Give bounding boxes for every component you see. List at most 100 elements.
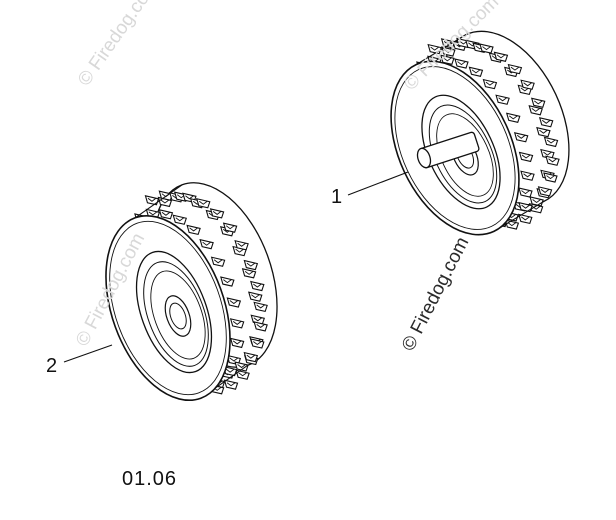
tread-chevron — [229, 357, 239, 362]
callout-label-2: 2 — [46, 355, 58, 377]
tread-chevron — [148, 211, 158, 216]
tread-knob — [543, 136, 559, 148]
tread-knob — [229, 318, 245, 329]
tread-chevron — [202, 241, 211, 246]
tread-knob — [518, 213, 533, 225]
wheel-assembly-2 — [105, 182, 278, 402]
tread-chevron — [521, 204, 530, 209]
tread-knob — [440, 38, 456, 49]
tread-chevron — [160, 199, 170, 204]
tread-knob — [537, 186, 553, 197]
tread-chevron — [521, 216, 530, 221]
tread-chevron — [496, 54, 506, 59]
tread-chevron — [213, 259, 223, 264]
tread-chevron — [533, 100, 543, 105]
tread-chevron — [238, 372, 247, 377]
tread-chevron — [232, 340, 242, 345]
tread-chevron — [256, 304, 265, 309]
tread-chevron — [189, 227, 198, 232]
axle-end — [416, 147, 432, 169]
tread-knob — [528, 105, 543, 116]
rim-well — [436, 113, 494, 197]
tread-knob — [250, 338, 265, 349]
tread-knob — [186, 224, 201, 236]
diagram-code: 01.06 — [122, 468, 178, 490]
tread-chevron — [485, 81, 495, 86]
tread-chevron — [523, 173, 532, 178]
tread-chevron — [532, 199, 541, 204]
tread-chevron — [223, 279, 232, 284]
tread-chevron — [471, 69, 481, 74]
tread-knob — [441, 46, 456, 57]
leader-line-1 — [347, 171, 409, 196]
tread-chevron — [457, 61, 466, 66]
tread-chevron — [520, 87, 530, 92]
tread-chevron — [253, 317, 263, 322]
tread-knob — [172, 214, 187, 225]
callout-label-1: 1 — [331, 186, 343, 208]
tread-chevron — [548, 158, 557, 163]
hub-outer — [164, 295, 192, 337]
tread-knob — [220, 276, 235, 287]
tread-chevron — [246, 262, 256, 267]
tread-chevron — [539, 129, 548, 134]
tire-sidewall-ridge — [109, 220, 227, 396]
tread-chevron — [244, 270, 254, 275]
tread-chevron — [185, 195, 194, 200]
tread-knob — [222, 222, 238, 233]
tread-knob — [235, 369, 250, 380]
rim-inner — [428, 104, 498, 204]
tread-chevron — [237, 364, 246, 369]
tread-chevron — [225, 368, 235, 373]
tread-chevron — [510, 66, 520, 71]
tread-knob — [229, 337, 245, 349]
tread-chevron — [531, 107, 541, 112]
tread-knob — [223, 379, 239, 390]
tread-knob — [210, 256, 226, 267]
tread-chevron — [546, 175, 555, 180]
tread-chevron — [229, 300, 239, 305]
code-obscured-area — [190, 467, 254, 489]
tread-chevron — [226, 382, 236, 387]
hub-inner — [169, 302, 187, 330]
tread-chevron — [540, 189, 550, 193]
tread-knob — [248, 291, 263, 302]
tread-knob — [250, 280, 265, 292]
tire-edge-top — [415, 34, 467, 66]
tread-knob — [505, 112, 521, 123]
tread-chevron — [256, 324, 265, 328]
tread-knob — [518, 151, 534, 163]
tread-knob — [144, 195, 160, 206]
tread-knob — [507, 63, 523, 75]
tread-knob — [468, 66, 484, 77]
leader-line-2 — [63, 344, 113, 363]
tread-knob — [520, 79, 535, 90]
tread-knob — [199, 238, 214, 250]
tread-knob — [234, 361, 249, 372]
tread-chevron — [546, 139, 556, 144]
tread-knob — [520, 170, 535, 181]
tread-knob — [243, 259, 259, 271]
tread-chevron — [225, 225, 235, 230]
tread-knob — [158, 209, 174, 220]
tread-knob — [513, 132, 529, 143]
tread-knob — [253, 321, 268, 332]
tread-chevron — [523, 82, 532, 87]
tread-knob — [543, 172, 558, 183]
tread-chevron — [498, 97, 507, 102]
tread-chevron — [253, 341, 262, 346]
tread-knob — [209, 208, 225, 219]
tread-chevron — [175, 217, 185, 222]
tread-knob — [495, 94, 510, 105]
tread-chevron — [430, 46, 439, 51]
tread-chevron — [482, 46, 491, 51]
tread-chevron — [253, 283, 262, 288]
tread-chevron — [543, 151, 552, 156]
tread-knob — [538, 117, 554, 128]
tread-chevron — [161, 211, 171, 216]
tread-knob — [234, 240, 249, 251]
tread-chevron — [521, 154, 531, 159]
rim-inner — [143, 261, 209, 367]
tread-knob — [454, 58, 469, 69]
wheel-assembly-1 — [390, 30, 570, 236]
